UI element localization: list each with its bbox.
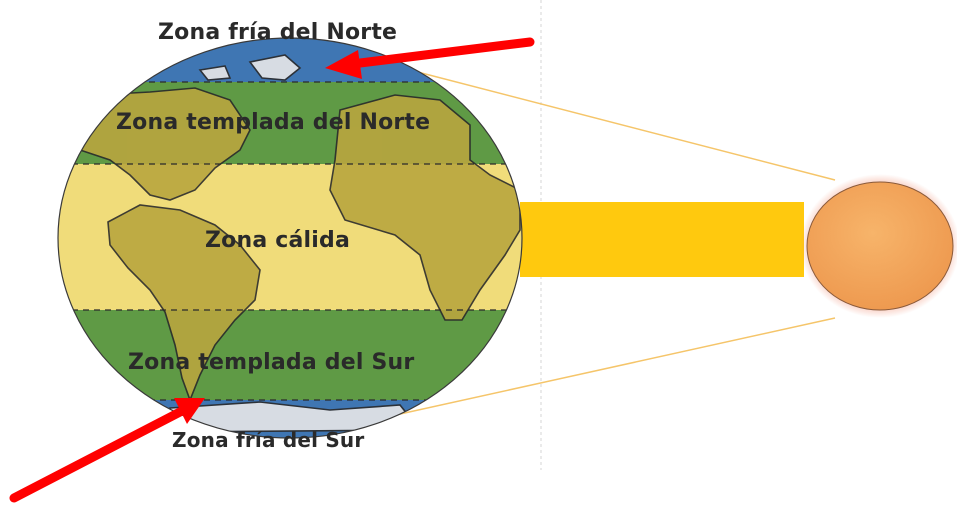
sun (806, 181, 954, 311)
north-pointer-arrow (325, 37, 535, 79)
south-pointer-arrow (9, 398, 205, 503)
north-cold-zone-label: Zona fría del Norte (158, 20, 398, 45)
sun-ray-upper-line (409, 69, 836, 181)
globe-outline (57, 37, 523, 439)
sun-ray-lower-line (381, 317, 836, 419)
south-temperate-band (58, 310, 522, 400)
hot-zone-label: Zona cálida (205, 228, 350, 253)
north-temperate-zone-label: Zona templada del Norte (116, 110, 431, 135)
direct-sun-beam (520, 202, 804, 277)
south-cold-zone-label: Zona fría del Sur (172, 428, 365, 452)
continents (58, 54, 521, 433)
south-temperate-zone-label: Zona templada del Sur (128, 350, 415, 375)
